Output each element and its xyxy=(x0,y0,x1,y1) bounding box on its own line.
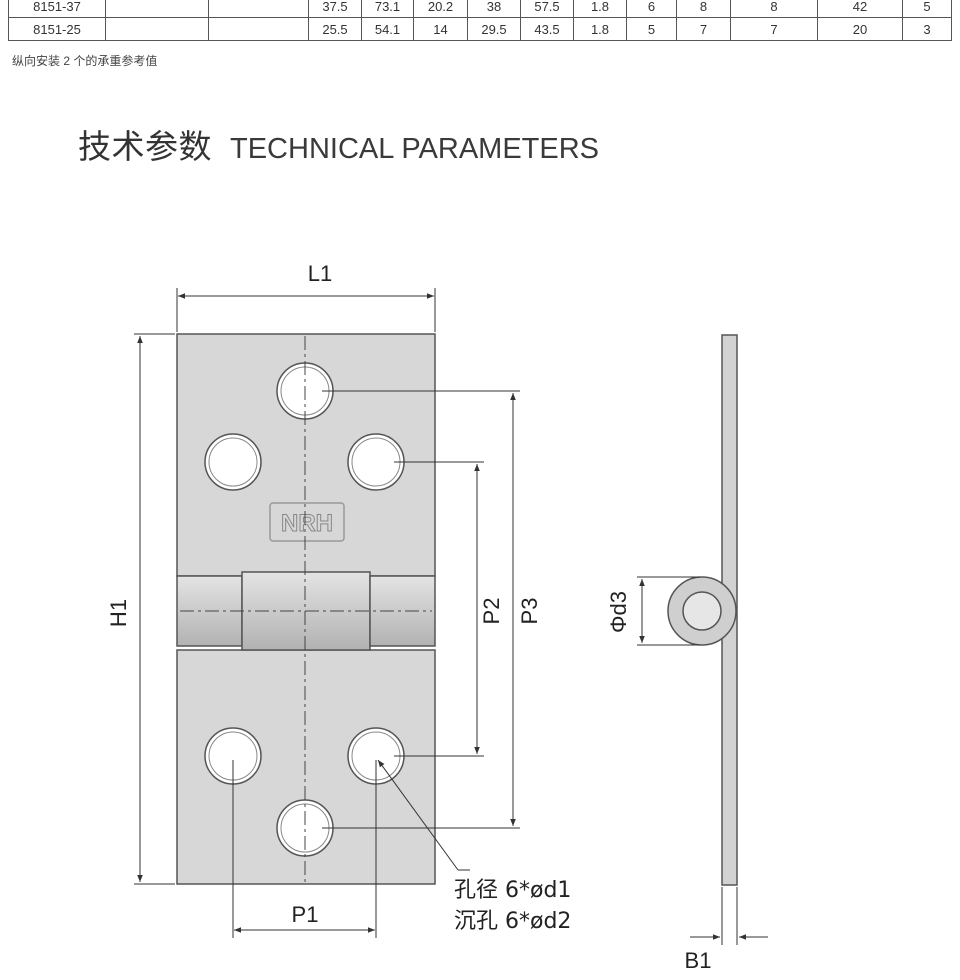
label-p1: P1 xyxy=(292,902,319,927)
label-p2: P2 xyxy=(479,598,504,625)
spec-value-cell: 43.5 xyxy=(520,17,574,41)
dimension-lines xyxy=(134,288,520,938)
label-hole-diameter: 孔径 6*ød1 xyxy=(454,878,571,903)
hinge-front-view: NRH xyxy=(176,333,436,885)
spec-value-cell: 54.1 xyxy=(361,17,414,41)
side-dimensions xyxy=(637,576,768,945)
spec-empty-cell xyxy=(105,17,209,41)
spec-value-cell: 29.5 xyxy=(467,17,521,41)
logo-text: NRH xyxy=(281,510,333,537)
hole-leader xyxy=(377,759,459,871)
hole-upper-left xyxy=(204,433,262,491)
spec-empty-cell xyxy=(208,17,309,41)
label-h1: H1 xyxy=(106,599,131,627)
label-l1: L1 xyxy=(308,261,332,286)
spec-value-cell: 14 xyxy=(413,17,468,41)
load-note: 纵向安装 2 个的承重参考值 xyxy=(12,54,158,68)
label-d3: Φd3 xyxy=(606,591,631,633)
brand-logo: NRH xyxy=(269,502,345,542)
spec-value-cell: 25.5 xyxy=(308,17,362,41)
label-countersink: 沉孔 6*ød2 xyxy=(454,909,571,934)
section-title-en: TECHNICAL PARAMETERS xyxy=(230,133,599,165)
spec-value-cell: 1.8 xyxy=(573,0,627,18)
spec-model-cell: 8151-25 xyxy=(8,17,106,41)
spec-value-cell: 7 xyxy=(676,17,731,41)
label-b1: B1 xyxy=(685,948,712,973)
spec-value-cell: 7 xyxy=(730,17,818,41)
section-title: 技术参数 TECHNICAL PARAMETERS xyxy=(78,120,599,168)
center-lines xyxy=(180,336,432,884)
label-p3: P3 xyxy=(517,598,542,625)
spec-value-cell: 20 xyxy=(817,17,903,41)
section-title-cn: 技术参数 xyxy=(78,128,212,165)
knuckle-pin xyxy=(682,591,722,631)
spec-value-cell: 3 xyxy=(902,17,952,41)
hinge-side-view xyxy=(667,334,738,886)
spec-value-cell: 1.8 xyxy=(573,17,627,41)
